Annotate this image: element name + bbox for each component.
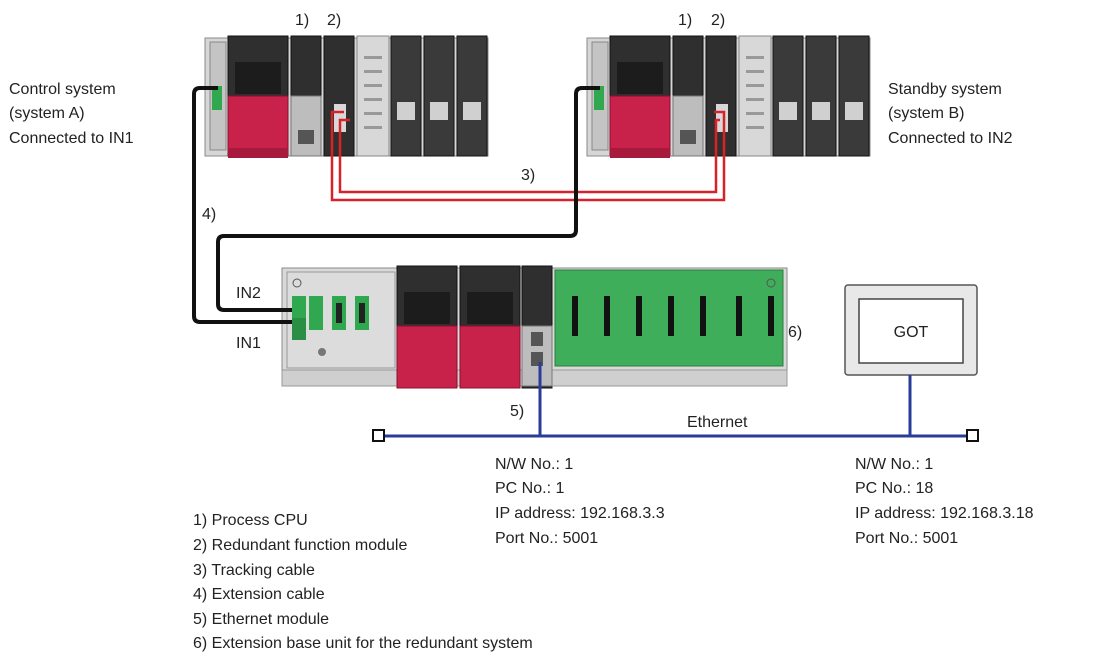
system-b-line-1: Standby system: [888, 81, 1002, 98]
legend-item-6: 6) Extension base unit for the redundant…: [193, 635, 533, 652]
callout-plc-b-cpu: 1): [678, 12, 692, 29]
tracking-cable: [330, 110, 726, 202]
station-got-ip: IP address: 192.168.3.18: [855, 505, 1034, 522]
system-b-line-3: Connected to IN2: [888, 130, 1013, 147]
station-got-port: Port No.: 5001: [855, 530, 958, 547]
plc-rack-b: [586, 35, 871, 158]
callout-plc-a-cpu: 1): [295, 12, 309, 29]
extension-base-unit: [281, 265, 788, 389]
legend-item-2: 2) Redundant function module: [193, 537, 407, 554]
legend-item-4: 4) Extension cable: [193, 586, 325, 603]
extension-cable: [192, 86, 600, 324]
network-terminator-left: [372, 429, 385, 442]
legend-item-1: 1) Process CPU: [193, 512, 308, 529]
callout-extension-base: 6): [788, 324, 802, 341]
got-unit: [844, 284, 978, 376]
system-a-line-3: Connected to IN1: [9, 130, 134, 147]
station-plc-ip: IP address: 192.168.3.3: [495, 505, 665, 522]
system-a-line-1: Control system: [9, 81, 116, 98]
system-b-line-2: (system B): [888, 105, 964, 122]
ethernet-cable: [379, 362, 972, 438]
station-plc-pc: PC No.: 1: [495, 480, 564, 497]
ethernet-label: Ethernet: [687, 414, 748, 431]
port-label-in2: IN2: [236, 285, 261, 302]
legend-item-5: 5) Ethernet module: [193, 611, 329, 628]
callout-extension-cable: 4): [202, 206, 216, 223]
legend-item-3: 3) Tracking cable: [193, 562, 315, 579]
callout-plc-a-redundant: 2): [327, 12, 341, 29]
station-plc-nw: N/W No.: 1: [495, 456, 573, 473]
station-plc-port: Port No.: 5001: [495, 530, 598, 547]
port-label-in1: IN1: [236, 335, 261, 352]
callout-plc-b-redundant: 2): [711, 12, 725, 29]
plc-rack-a: [204, 35, 489, 158]
system-a-line-2: (system A): [9, 105, 85, 122]
got-label: GOT: [894, 324, 929, 341]
callout-tracking-cable: 3): [521, 167, 535, 184]
network-terminator-right: [966, 429, 979, 442]
station-got-pc: PC No.: 18: [855, 480, 933, 497]
callout-ethernet-module: 5): [510, 403, 524, 420]
station-got-nw: N/W No.: 1: [855, 456, 933, 473]
